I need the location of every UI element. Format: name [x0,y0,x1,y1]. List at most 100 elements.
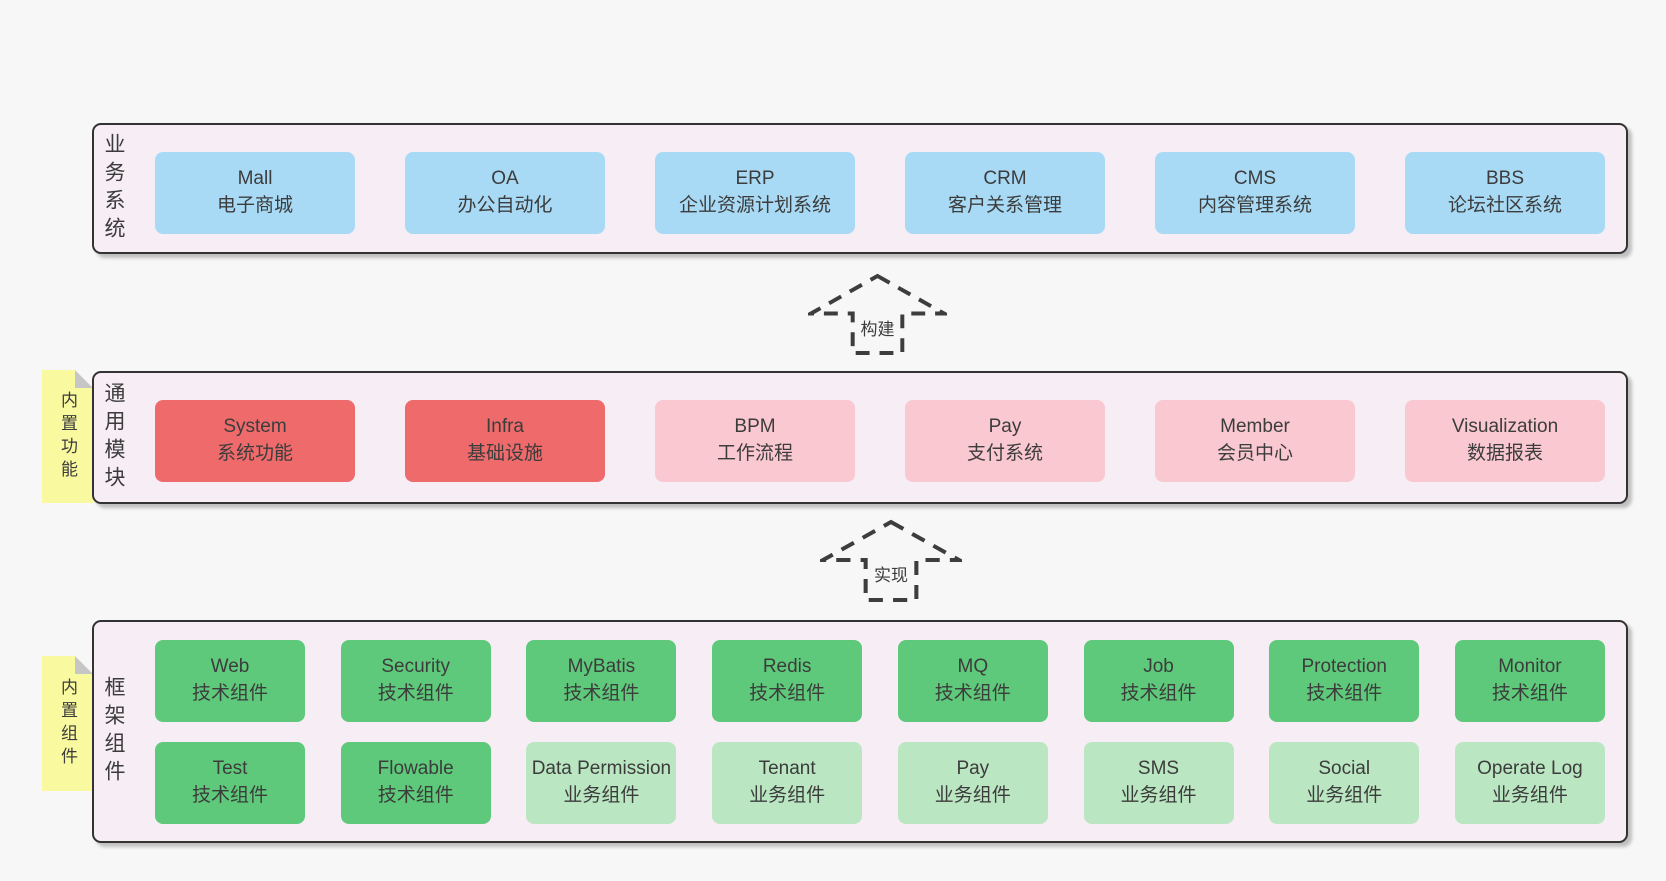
box-data-permission: Data Permission 业务组件 [526,742,677,824]
box-oa: OA 办公自动化 [405,152,605,234]
box-erp: ERP 企业资源计划系统 [655,152,855,234]
folded-corner-icon [75,656,93,674]
sticky-note-builtin-components: 内置组件 [42,656,93,791]
sticky-note-builtin-features: 内置功能 [42,370,93,503]
box-security: Security 技术组件 [340,640,491,722]
build-arrow-label: 构建 [857,314,898,341]
box-visualization: Visualization 数据报表 [1405,400,1605,482]
box-subtitle: 业务组件 [1306,785,1383,806]
box-title: System [223,416,287,438]
box-crm: CRM 客户关系管理 [905,152,1105,234]
box-member: Member 会员中心 [1155,400,1355,482]
box-bbs: BBS 论坛社区系统 [1405,152,1605,234]
box-test: Test 技术组件 [155,742,305,824]
box-subtitle: 技术组件 [563,683,640,704]
box-subtitle: 办公自动化 [457,195,553,216]
box-subtitle: 技术组件 [191,785,268,806]
box-subtitle: 会员中心 [1216,443,1293,464]
box-title: Job [1143,656,1174,678]
box-subtitle: 系统功能 [216,443,293,464]
box-title: Pay [988,416,1022,438]
box-sms: SMS 业务组件 [1083,742,1234,824]
layer-label-common-modules: 通用模块 [102,381,125,494]
box-title: SMS [1137,758,1180,780]
up-arrow-icon [820,519,962,602]
box-title: Mall [237,168,273,190]
box-subtitle: 技术组件 [191,683,268,704]
box-title: Protection [1301,656,1387,678]
layer-label-framework-components: 框架组件 [102,675,125,788]
box-title: CMS [1233,168,1277,190]
box-subtitle: 技术组件 [934,683,1011,704]
box-mq: MQ 技术组件 [897,640,1048,722]
box-tenant: Tenant 业务组件 [712,742,863,824]
box-title: CRM [983,168,1027,190]
box-system: System 系统功能 [155,400,355,482]
box-subtitle: 技术组件 [377,785,454,806]
box-social: Social 业务组件 [1269,742,1420,824]
sticky-note-text: 内置组件 [58,677,77,770]
box-title: Data Permission [531,758,672,780]
box-subtitle: 技术组件 [377,683,454,704]
box-subtitle: 工作流程 [716,443,793,464]
box-subtitle: 电子商城 [216,195,293,216]
box-subtitle: 业务组件 [563,785,640,806]
box-title: Social [1318,758,1371,780]
box-bpm: BPM 工作流程 [655,400,855,482]
box-subtitle: 客户关系管理 [947,195,1062,216]
box-title: Test [212,758,248,780]
box-mall: Mall 电子商城 [155,152,355,234]
box-subtitle: 业务组件 [1491,785,1568,806]
layer-business-systems: 业务系统 Mall 电子商城 OA 办公自动化 ERP 企业资源计划系统 CRM… [92,123,1628,254]
box-protection: Protection 技术组件 [1269,640,1420,722]
build-arrow: 构建 [808,273,947,356]
box-subtitle: 业务组件 [1120,785,1197,806]
box-title: Pay [956,758,990,780]
box-pay-business: Pay 业务组件 [897,742,1048,824]
box-subtitle: 论坛社区系统 [1447,195,1562,216]
layer-common-modules: 通用模块 System 系统功能 Infra 基础设施 BPM 工作流程 Pay… [92,371,1628,504]
box-infra: Infra 基础设施 [405,400,605,482]
framework-box-row-2: Test 技术组件 Flowable 技术组件 Data Permission … [155,742,1605,824]
box-mybatis: MyBatis 技术组件 [526,640,677,722]
box-title: ERP [735,168,775,190]
box-subtitle: 技术组件 [1120,683,1197,704]
box-subtitle: 业务组件 [749,785,826,806]
box-title: Visualization [1451,416,1559,438]
framework-box-grid: Web 技术组件 Security 技术组件 MyBatis 技术组件 Redi… [155,640,1605,824]
box-title: Redis [762,656,812,678]
box-title: MyBatis [567,656,636,678]
common-box-row: System 系统功能 Infra 基础设施 BPM 工作流程 Pay 支付系统… [155,400,1605,482]
box-subtitle: 数据报表 [1466,443,1543,464]
box-subtitle: 技术组件 [1306,683,1383,704]
box-title: Operate Log [1477,758,1583,780]
box-operate-log: Operate Log 业务组件 [1454,742,1605,824]
box-monitor: Monitor 技术组件 [1454,640,1605,722]
box-flowable: Flowable 技术组件 [340,742,491,824]
box-title: Member [1220,416,1290,438]
box-title: BPM [734,416,776,438]
box-job: Job 技术组件 [1083,640,1234,722]
box-cms: CMS 内容管理系统 [1155,152,1355,234]
layer-label-business-systems: 业务系统 [102,132,125,245]
box-title: MQ [957,656,989,678]
box-pay: Pay 支付系统 [905,400,1105,482]
box-subtitle: 技术组件 [749,683,826,704]
box-title: BBS [1485,168,1525,190]
box-web: Web 技术组件 [155,640,305,722]
box-title: OA [491,168,519,190]
layer-framework-components: 框架组件 Web 技术组件 Security 技术组件 MyBatis 技术组件… [92,620,1628,843]
implement-arrow-label: 实现 [871,560,911,587]
box-title: Tenant [758,758,816,780]
box-title: Web [210,656,250,678]
box-title: Monitor [1498,656,1562,678]
implement-arrow: 实现 [820,519,962,603]
box-title: Flowable [377,758,454,780]
box-subtitle: 业务组件 [934,785,1011,806]
box-subtitle: 基础设施 [466,443,543,464]
framework-box-row-1: Web 技术组件 Security 技术组件 MyBatis 技术组件 Redi… [155,640,1605,722]
business-box-row: Mall 电子商城 OA 办公自动化 ERP 企业资源计划系统 CRM 客户关系… [155,152,1605,234]
box-subtitle: 企业资源计划系统 [678,195,831,216]
box-title: Infra [485,416,525,438]
